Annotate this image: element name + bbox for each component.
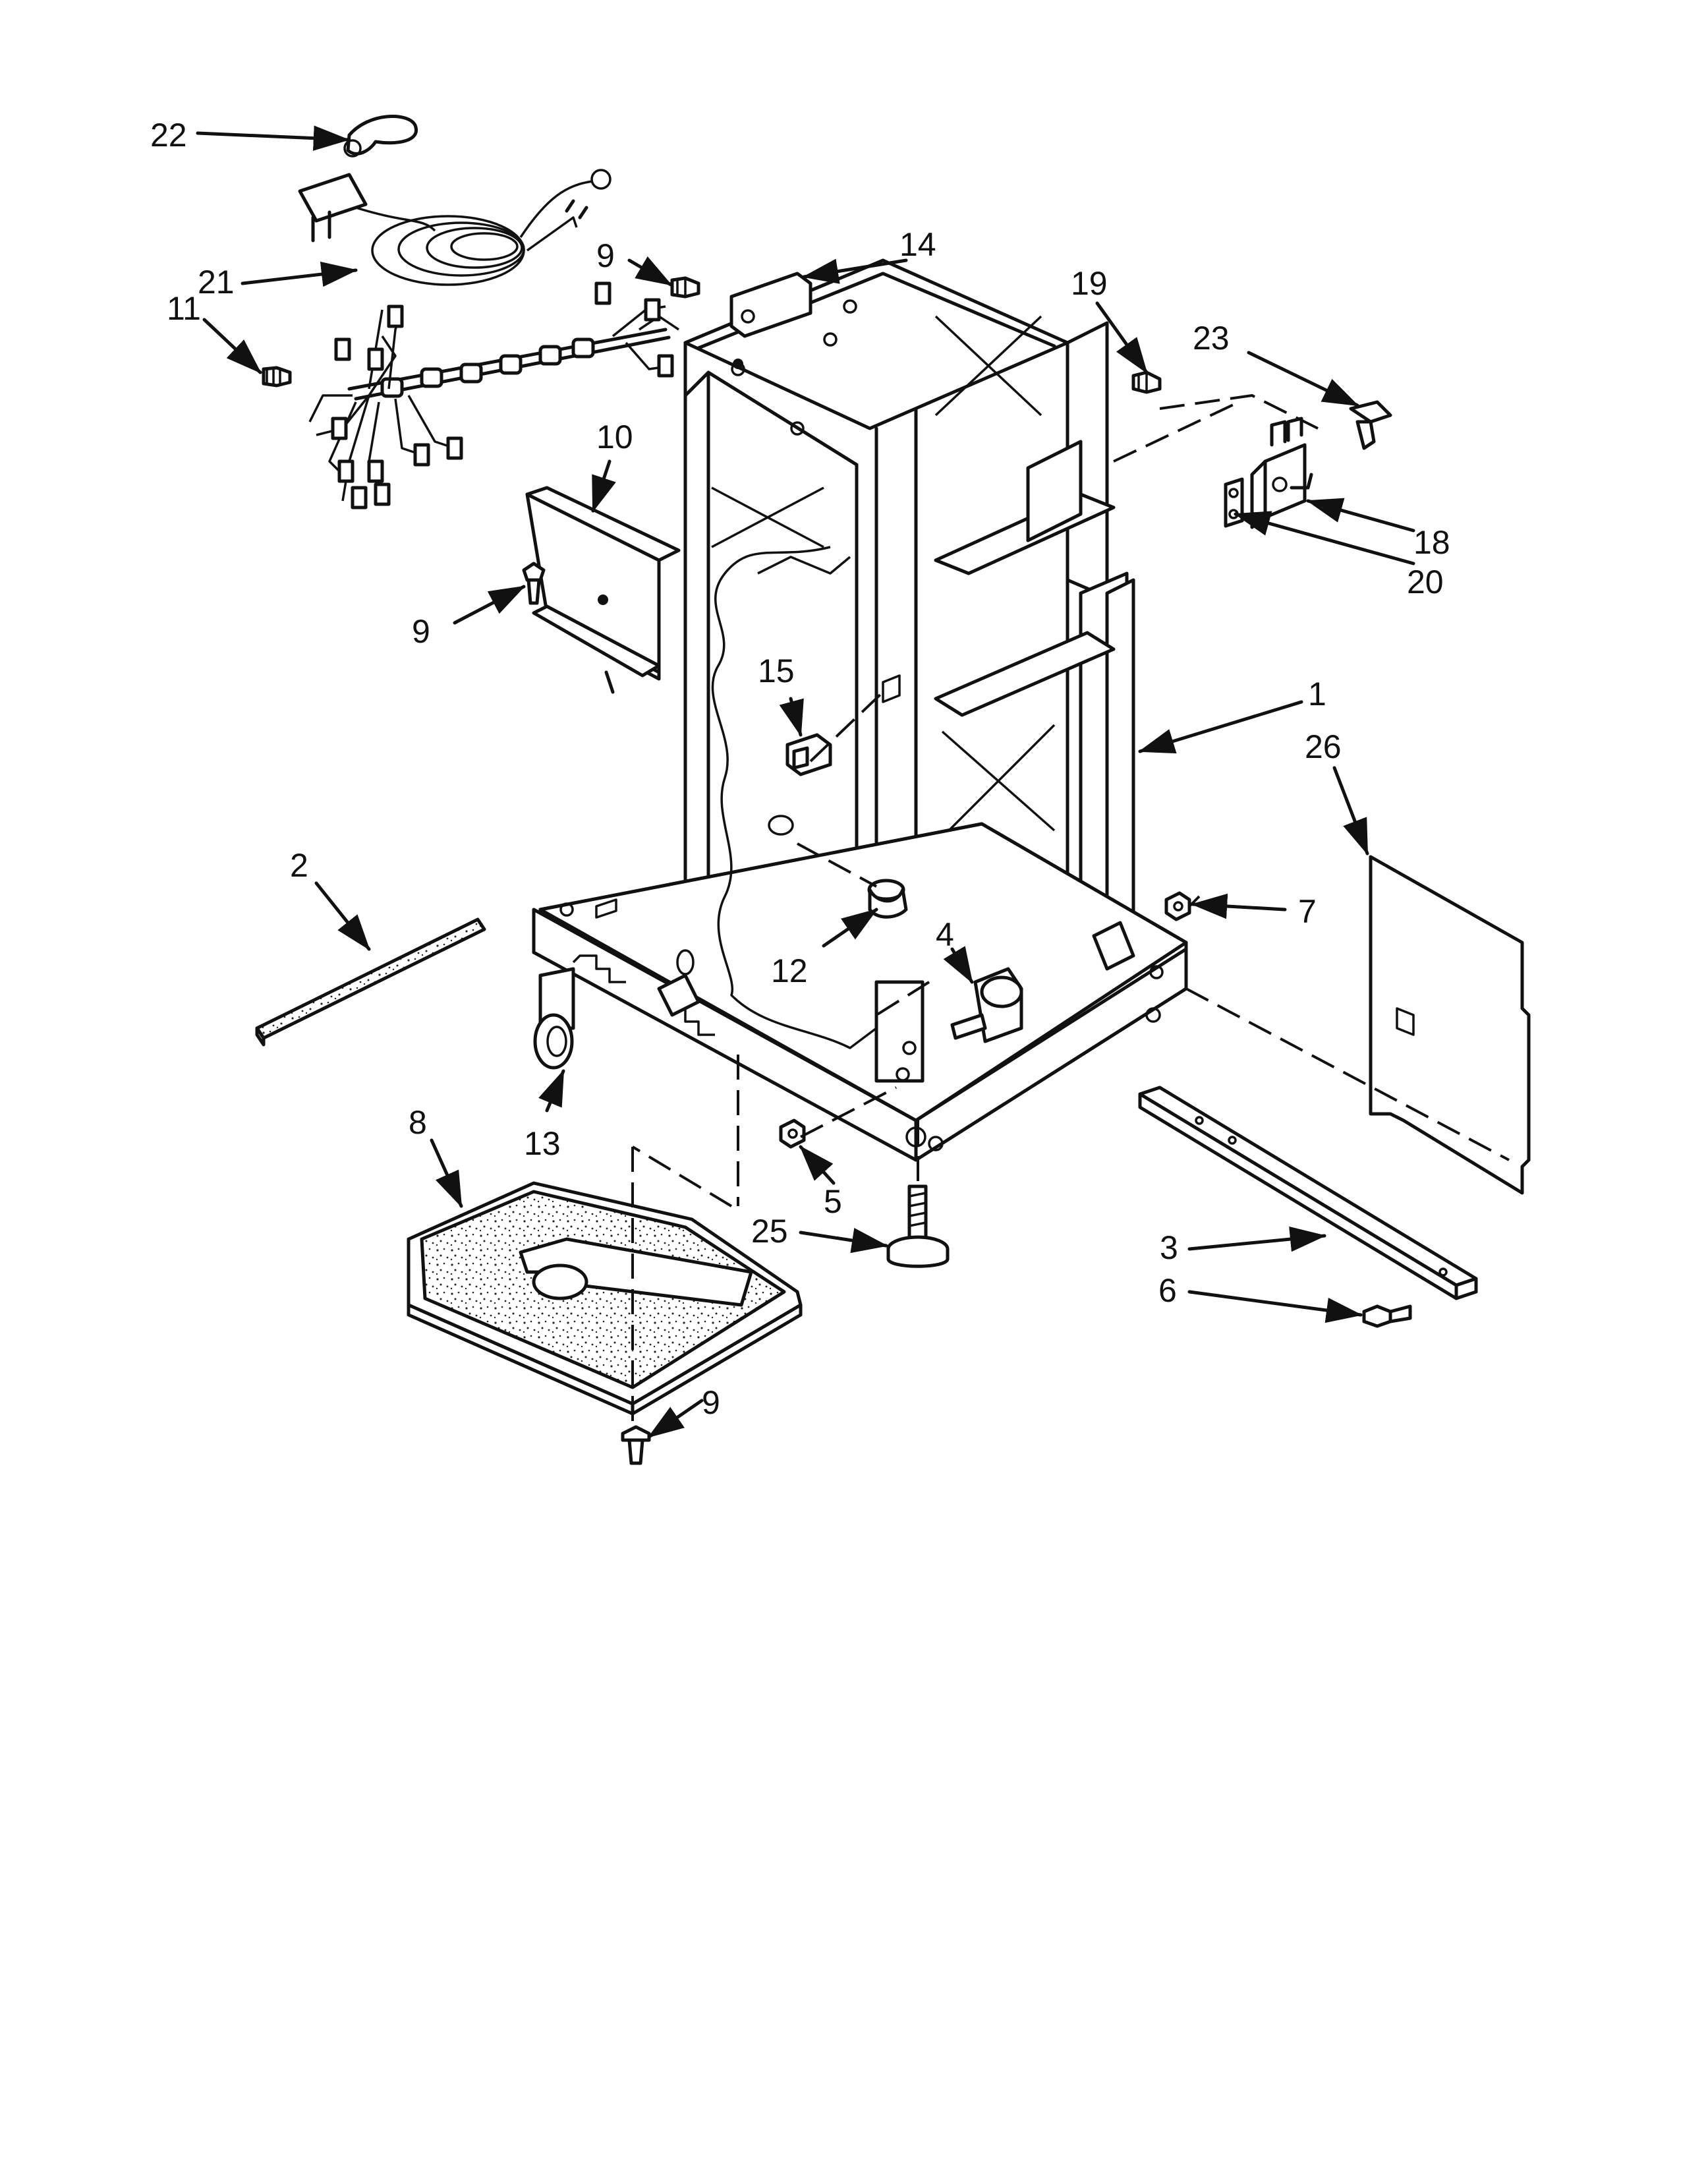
cabinet-base	[532, 822, 1188, 1162]
strain-relief-22	[343, 115, 418, 158]
callout-6: 6	[1158, 1272, 1177, 1309]
caster-13	[533, 967, 575, 1070]
nut-5	[779, 1118, 806, 1149]
callout-4: 4	[936, 916, 954, 953]
callout-10: 10	[596, 419, 633, 455]
callout-14: 14	[899, 226, 936, 263]
callout-7: 7	[1298, 893, 1317, 930]
callout-26: 26	[1305, 728, 1342, 765]
callout-3: 3	[1160, 1229, 1178, 1266]
grommet-12	[867, 879, 908, 919]
clip-23	[1349, 400, 1392, 450]
shield-10	[525, 486, 681, 694]
callout-9-mid: 9	[412, 613, 430, 650]
screw-9-top	[670, 276, 700, 299]
leveling-leg-25	[886, 1184, 950, 1268]
screw-19	[1131, 370, 1162, 394]
cabinet-frame	[683, 258, 1135, 1089]
callout-2: 2	[290, 847, 308, 884]
screw-11	[262, 366, 292, 388]
callout-9-top: 9	[596, 237, 615, 274]
callout-22: 22	[150, 117, 187, 154]
callout-25: 25	[751, 1213, 788, 1250]
callout-11: 11	[167, 290, 201, 327]
screw-9-bottom	[621, 1425, 651, 1465]
callout-23: 23	[1193, 320, 1230, 357]
rail-3	[1138, 1086, 1478, 1300]
nut-7	[1164, 891, 1191, 921]
leader-lines	[196, 125, 1415, 1439]
callout-21: 21	[198, 264, 235, 301]
connector-15	[785, 733, 832, 776]
callout-20: 20	[1407, 564, 1444, 600]
base-pad-8	[407, 1181, 803, 1416]
callout-19: 19	[1071, 265, 1108, 302]
switch-18	[1250, 417, 1313, 529]
bracket-20	[1224, 477, 1244, 528]
callout-13: 13	[524, 1125, 561, 1162]
screw-6	[1362, 1304, 1412, 1328]
callout-5: 5	[824, 1183, 842, 1220]
callout-labels: 22 21 11 9 14 19 23 10 9 18 20 15 1 26 2…	[150, 117, 1450, 1421]
callout-9-bottom: 9	[702, 1384, 720, 1421]
callout-12: 12	[771, 952, 808, 989]
callout-18: 18	[1413, 524, 1450, 561]
callout-8: 8	[409, 1104, 427, 1141]
callout-15: 15	[758, 652, 795, 689]
power-cord-21	[298, 169, 612, 286]
internal-wire	[711, 546, 878, 1049]
screw-9-mid	[522, 562, 546, 605]
panel-26	[1369, 855, 1531, 1195]
wire-harness	[308, 281, 679, 509]
foam-strip-2	[255, 917, 486, 1047]
callout-1: 1	[1308, 676, 1326, 712]
bracket-14	[729, 272, 812, 338]
alignment-lines	[631, 393, 1510, 1430]
actuator-4	[950, 967, 1023, 1043]
